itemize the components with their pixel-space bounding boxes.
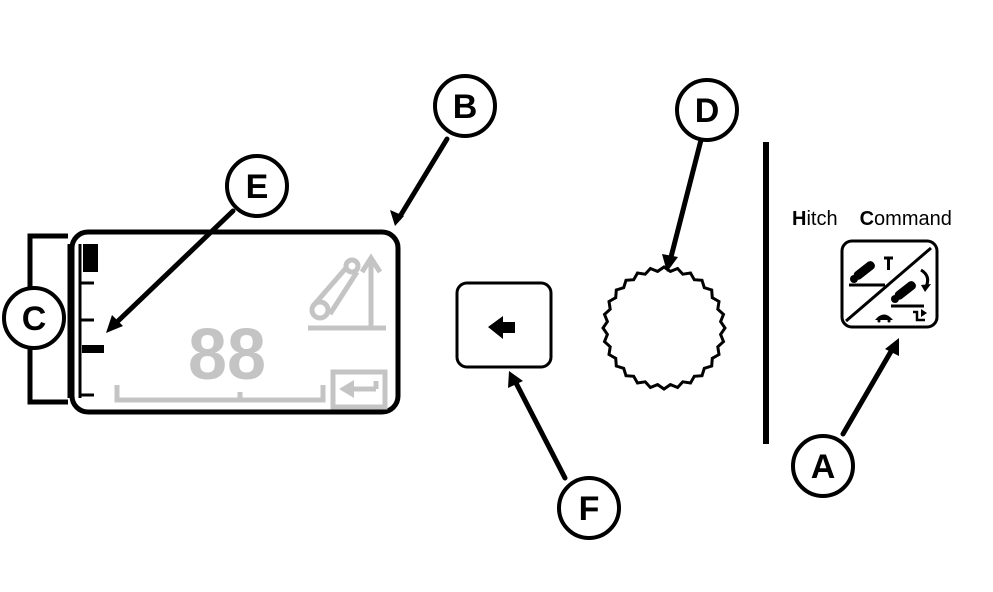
left-arrow-button[interactable] [455,281,553,369]
svg-text:D: D [695,92,720,130]
left-arrow-icon [488,316,515,339]
callout-arrows [106,136,899,481]
display-digits: 88 [188,315,266,395]
hitch-raise-icon [849,256,893,287]
bar-gauge [67,244,104,398]
callout-e: E [225,154,289,218]
lcd-display: 88 [27,229,401,415]
svg-text:C: C [22,300,47,338]
display-window-frame [69,229,401,415]
svg-text:A: A [811,448,836,486]
callout-d: D [675,78,739,142]
hitch-speed-icons [875,309,927,323]
callout-f: F [557,476,621,540]
bar-gauge-position-indicator [82,345,104,353]
hitch-position-icon [308,253,386,331]
callout-a: A [791,434,855,498]
return-arrow-icon [330,369,388,410]
hitch-command-button[interactable] [840,239,939,329]
callout-b: B [433,74,497,138]
svg-text:E: E [246,168,269,206]
hitch-command-divider [845,246,932,323]
display-bottom-segment-bar [114,385,326,403]
callout-c: C [2,286,66,350]
rotary-dial[interactable] [601,265,727,391]
svg-text:F: F [579,490,600,528]
bar-gauge-top-block [83,244,98,272]
svg-text:B: B [453,88,478,126]
hitch-lower-icon [891,268,931,308]
